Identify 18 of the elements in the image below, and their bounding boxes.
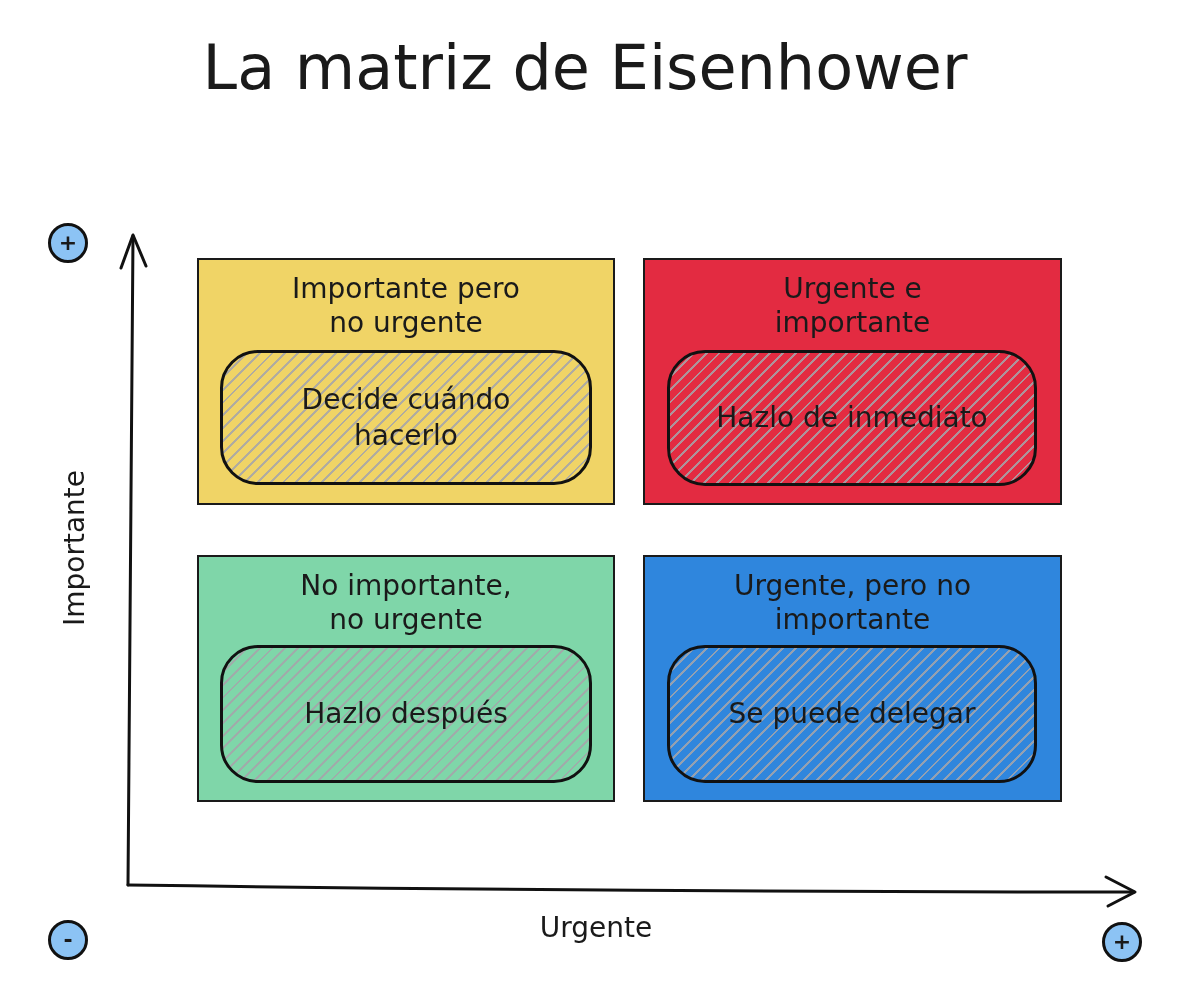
action-box: Decide cuándo hacerlo xyxy=(220,350,592,485)
quadrant-title: Importante pero no urgente xyxy=(291,272,521,340)
quadrant-panel xyxy=(643,258,1062,505)
quadrant-panel xyxy=(197,555,615,802)
axis-label: Importante xyxy=(58,470,92,626)
quadrant-title: Urgente e importante xyxy=(773,272,932,340)
quadrant-title: No importante, no urgente xyxy=(299,569,513,637)
axis-label: Urgente xyxy=(539,911,653,945)
action-box: Hazlo después xyxy=(220,645,592,783)
title: La matriz de Eisenhower xyxy=(202,30,968,106)
sign-circle: - xyxy=(48,920,88,960)
quadrant-panel xyxy=(197,258,615,505)
quadrant-title: Urgente, pero no importante xyxy=(732,569,973,637)
action-box: Hazlo de inmediato xyxy=(667,350,1037,486)
sign-circle: + xyxy=(1102,922,1142,962)
sign-circle: + xyxy=(48,223,88,263)
action-box: Se puede delegar xyxy=(667,645,1037,783)
quadrant-panel xyxy=(643,555,1062,802)
